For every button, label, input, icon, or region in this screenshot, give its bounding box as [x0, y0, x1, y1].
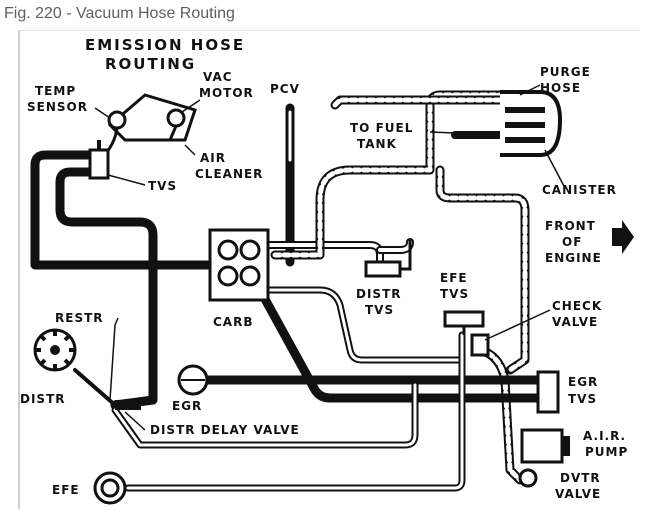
efe-tvs-valve — [443, 310, 485, 335]
vac-motor-circle — [166, 108, 186, 128]
title-line-2: ROUTING — [105, 55, 196, 73]
carb-barrel-1 — [217, 239, 239, 261]
leader-lines — [94, 84, 566, 431]
check-valve-body — [470, 333, 490, 357]
distr-tvs-stem — [400, 240, 412, 271]
label-vac-motor-1: VAC — [203, 70, 233, 84]
dvtr-valve-circle — [518, 468, 538, 488]
distributor-terminals — [35, 330, 75, 370]
egr-tvs-body — [536, 370, 560, 414]
label-restr: RESTR — [55, 311, 104, 325]
figure-caption: Fig. 220 - Vacuum Hose Routing — [4, 5, 235, 22]
label-efe-tvs-2: TVS — [440, 287, 469, 301]
hose-distr — [73, 368, 117, 407]
label-distr-delay-valve: DISTR DELAY VALVE — [150, 423, 300, 437]
label-air-cleaner-2: CLEANER — [195, 167, 263, 181]
carb-barrel-2 — [239, 239, 261, 261]
label-purge-hose-1: PURGE — [540, 65, 591, 79]
distr-tvs-valve — [364, 240, 412, 278]
label-dvtr-valve-2: VALVE — [555, 487, 601, 501]
hose-carb-distr-core — [268, 288, 462, 362]
canister — [500, 90, 563, 157]
label-temp-sensor-1: TEMP — [35, 84, 76, 98]
distributor-center — [50, 345, 60, 355]
hose-tvs-inner — [55, 167, 158, 410]
hose-efe-core — [126, 333, 464, 490]
temp-sensor-circle — [107, 110, 127, 130]
label-dvtr-valve-1: DVTR — [560, 471, 601, 485]
label-distr-tvs-2: TVS — [365, 303, 394, 317]
label-purge-hose-2: HOSE — [540, 81, 581, 95]
check-valve — [470, 333, 490, 357]
label-front-of-engine-1: FRONT — [545, 219, 596, 233]
tvs-fitting — [88, 140, 110, 180]
label-to-fuel-tank-2: TANK — [357, 137, 397, 151]
label-carb: CARB — [213, 315, 253, 329]
carb-body — [208, 228, 270, 302]
label-temp-sensor-2: SENSOR — [27, 100, 88, 114]
label-pcv: PCV — [270, 82, 300, 96]
label-distr-tvs-1: DISTR — [356, 287, 402, 301]
air-pump — [520, 428, 570, 464]
hose-tvs-loop — [30, 150, 215, 270]
label-air-pump-1: A.I.R. — [583, 429, 626, 443]
air-pump-cap — [562, 436, 570, 456]
tvs-body — [88, 148, 110, 180]
label-front-of-engine-3: ENGINE — [545, 251, 602, 265]
label-air-pump-2: PUMP — [585, 445, 628, 459]
carb-barrel-4 — [239, 265, 261, 287]
carburetor — [208, 228, 270, 302]
air-cleaner-assembly — [98, 93, 197, 162]
title-line-1: EMISSION HOSE — [85, 36, 245, 54]
hose-canister-check-dots — [437, 167, 528, 373]
label-tvs: TVS — [148, 179, 177, 193]
distributor — [33, 328, 77, 372]
canister-ports — [505, 107, 545, 143]
hose-distr-delay-core — [113, 383, 417, 447]
egr-tvs-valve — [536, 370, 560, 414]
label-efe-tvs-1: EFE — [440, 271, 468, 285]
label-front-of-engine-2: OF — [562, 235, 582, 249]
label-to-fuel-tank-1: TO FUEL — [350, 121, 413, 135]
label-vac-motor-2: MOTOR — [199, 86, 254, 100]
carb-barrel-3 — [217, 265, 239, 287]
label-canister: CANISTER — [542, 183, 617, 197]
distr-delay-valve-body — [115, 400, 141, 410]
label-air-cleaner-1: AIR — [200, 151, 226, 165]
hose-carb-egr-tvs — [255, 285, 550, 403]
egr-valve — [177, 364, 209, 396]
label-efe: EFE — [52, 483, 80, 497]
efe-actuator-inner — [100, 478, 120, 498]
label-egr-tvs-1: EGR — [568, 375, 598, 389]
front-arrow-icon — [612, 220, 634, 254]
label-egr: EGR — [172, 399, 202, 413]
distr-tvs-body — [364, 260, 402, 278]
air-pump-body — [520, 428, 564, 464]
label-check-valve-1: CHECK — [552, 299, 602, 313]
label-check-valve-2: VALVE — [552, 315, 598, 329]
label-distr: DISTR — [20, 392, 66, 406]
hose-canister-top-dots — [332, 97, 503, 108]
diagram-frame — [18, 30, 640, 509]
label-egr-tvs-2: TVS — [568, 392, 597, 406]
efe-tvs-body — [443, 310, 485, 328]
